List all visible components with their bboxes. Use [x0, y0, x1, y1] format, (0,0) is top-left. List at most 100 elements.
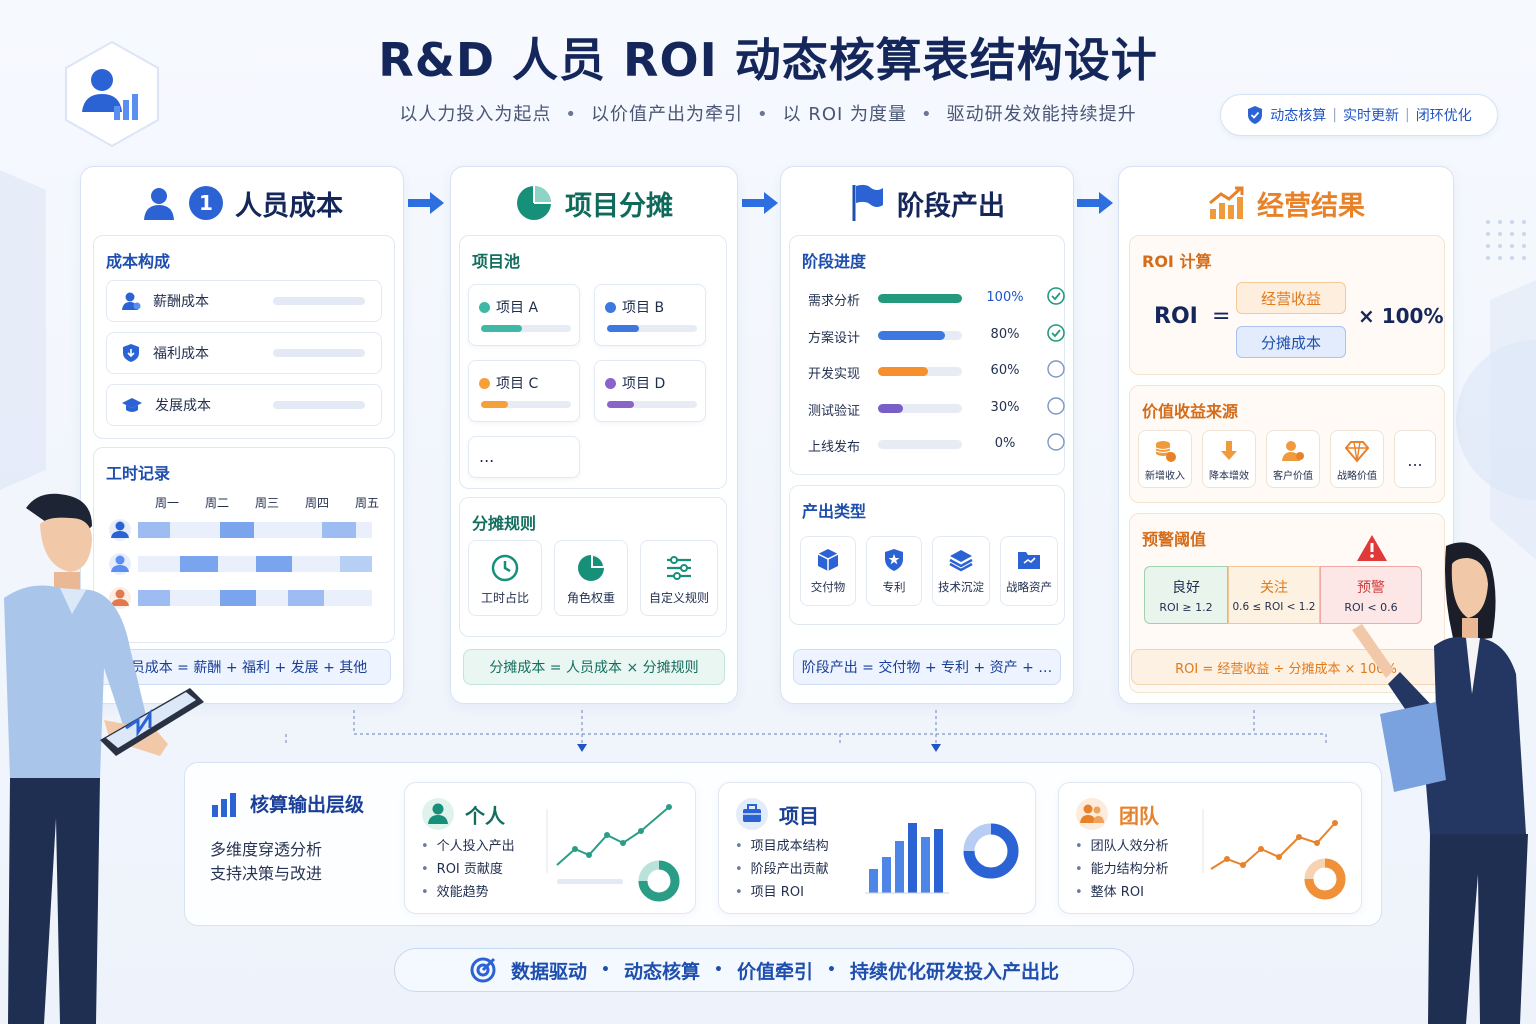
stage-percent: 0%	[994, 436, 1016, 451]
source-strategic-value[interactable]: 战略价值	[1330, 430, 1384, 488]
project-card-b[interactable]: 项目 B	[594, 284, 706, 346]
logo-person-chart-icon	[65, 40, 159, 148]
person-icon	[422, 798, 454, 830]
roi-numerator: 经营收益	[1236, 282, 1346, 314]
stage-percent: 100%	[986, 290, 1024, 305]
panel-project-allocation: 项目分摊 项目池 项目 A 项目 B 项目 C 项目 D ... 分摊规则 工时…	[450, 166, 738, 704]
panel-personnel-cost: 1 人员成本 成本构成 薪酬成本 福利成本 发展成本 工时记录 周一周二周三周四…	[80, 166, 404, 704]
cost-item-development[interactable]: 发展成本	[106, 384, 382, 426]
levels-desc-2: 支持决策与改进	[210, 864, 323, 883]
panel-title: 项目分摊	[565, 190, 673, 222]
coins-icon	[1155, 441, 1176, 462]
output-type-patent[interactable]: 专利	[866, 536, 922, 606]
threshold-alert: 预警 ROI < 0.6	[1320, 566, 1422, 624]
layers-icon	[949, 550, 973, 572]
page-title: R&D 人员 ROI 动态核算表结构设计	[378, 33, 1158, 87]
output-formula: 阶段产出 = 交付物 + 专利 + 资产 + …	[793, 649, 1061, 685]
stage-percent: 30%	[990, 399, 1020, 415]
placeholder-bar	[273, 401, 365, 409]
page-subtitle: 以人力投入为起点•以价值产出为牵引•以 ROI 为度量•驱动研发效能持续提升	[399, 104, 1137, 125]
output-type-deliverable[interactable]: 交付物	[800, 536, 856, 606]
rule-time-ratio[interactable]: 工时占比	[468, 540, 542, 616]
source-more[interactable]: ...	[1394, 430, 1436, 488]
empty-circle-icon	[1047, 396, 1065, 415]
project-card-d[interactable]: 项目 D	[594, 360, 706, 422]
growth-chart-icon	[1209, 186, 1244, 219]
output-type-knowledge[interactable]: 技术沉淀	[932, 536, 990, 606]
project-card-c[interactable]: 项目 C	[468, 360, 580, 422]
project-card-more[interactable]: ...	[468, 436, 580, 478]
roi-calc-card: ROI 计算 ROI = 经营收益 分摊成本 × 100%	[1129, 235, 1445, 375]
placeholder-bar	[273, 349, 365, 357]
threshold-good: 良好 ROI ≥ 1.2	[1144, 566, 1228, 624]
avatar-icon	[109, 587, 131, 609]
flow-arrow-icon	[742, 192, 778, 214]
weekday-header: 周一周二周三周四周五	[154, 496, 379, 510]
bar-chart-icon	[212, 792, 236, 817]
down-arrow-icon	[1221, 441, 1237, 460]
team-icon	[1076, 798, 1108, 830]
project-progress	[607, 325, 697, 332]
project-progress	[481, 325, 571, 332]
source-cost-reduction[interactable]: 降本增效	[1202, 430, 1256, 488]
trend-line-chart-icon	[546, 804, 680, 902]
stage-progress-bar	[878, 330, 962, 340]
check-circle-icon	[1047, 323, 1065, 342]
shield-icon	[123, 344, 139, 362]
stage-progress-bar	[878, 403, 962, 413]
cost-item-benefit[interactable]: 福利成本	[106, 332, 382, 374]
woman-presenter-illustration	[1352, 542, 1528, 1024]
roi-multiplier: × 100%	[1358, 304, 1444, 328]
output-type-card: 产出类型 交付物 专利 技术沉淀 战略资产	[789, 485, 1065, 625]
trend-line-chart-icon	[1202, 809, 1346, 900]
rule-role-weight[interactable]: 角色权重	[554, 540, 628, 616]
source-new-revenue[interactable]: 新增收入	[1138, 430, 1192, 488]
cost-composition-card: 成本构成 薪酬成本 福利成本 发展成本	[93, 235, 395, 439]
panel-header: 项目分摊	[451, 181, 737, 225]
stage-percent: 60%	[990, 363, 1020, 378]
connector-lines	[285, 710, 1327, 752]
card-title: 产出类型	[802, 502, 867, 521]
sliders-icon	[667, 556, 691, 580]
output-type-strategic[interactable]: 战略资产	[1000, 536, 1058, 606]
project-card-a[interactable]: 项目 A	[468, 284, 580, 346]
placeholder-bar	[273, 297, 365, 305]
stage-progress-bar	[878, 440, 962, 449]
check-circle-icon	[1047, 287, 1065, 305]
timesheet-card: 工时记录 周一周二周三周四周五	[93, 447, 395, 643]
panel-header: 1 人员成本	[81, 181, 403, 225]
panel-business-result: 经营结果 ROI 计算 ROI = 经营收益 分摊成本 × 100% 价值收益来…	[1118, 166, 1454, 704]
level-card-team[interactable]: 团队 团队人效分析 能力结构分析 整体 ROI	[1058, 782, 1362, 914]
level-card-project[interactable]: 项目 项目成本结构 阶段产出贡献 项目 ROI	[718, 782, 1036, 914]
avatar-icon	[109, 519, 131, 541]
panel-header: 经营结果	[1119, 181, 1453, 225]
project-progress	[481, 401, 571, 408]
briefcase-icon	[736, 798, 768, 830]
threshold-watch: 关注 0.6 ≤ ROI < 1.2	[1228, 566, 1320, 624]
cost-item-salary[interactable]: 薪酬成本	[106, 280, 382, 322]
person-icon	[122, 292, 141, 310]
level-card-personal[interactable]: 个人 个人投入产出 ROI 贡献度 效能趋势	[404, 782, 696, 914]
people-icon	[144, 188, 174, 220]
panel-title: 人员成本	[235, 190, 343, 222]
flow-arrow-icon	[1077, 192, 1113, 214]
rule-custom[interactable]: 自定义规则	[640, 540, 718, 616]
empty-circle-icon	[1047, 360, 1065, 378]
shield-icon	[1248, 106, 1263, 124]
card-title: 成本构成	[106, 252, 171, 271]
cost-formula: 人员成本 = 薪酬 + 福利 + 发展 + 其他	[93, 649, 391, 685]
project-progress	[607, 401, 697, 408]
footer-slogan: 数据驱动• 动态核算• 价值牵引• 持续优化研发投入产出比	[394, 948, 1134, 992]
stage-name: 需求分析	[808, 294, 861, 309]
man-with-tablet-illustration	[4, 493, 204, 1024]
roi-label: ROI	[1154, 304, 1198, 329]
source-customer-value[interactable]: 客户价值	[1266, 430, 1320, 488]
card-title: 工时记录	[106, 464, 171, 483]
timesheet-grid	[109, 519, 372, 609]
stage-name: 方案设计	[808, 330, 861, 346]
box-icon	[817, 549, 839, 571]
levels-header: 核算输出层级	[210, 790, 364, 817]
